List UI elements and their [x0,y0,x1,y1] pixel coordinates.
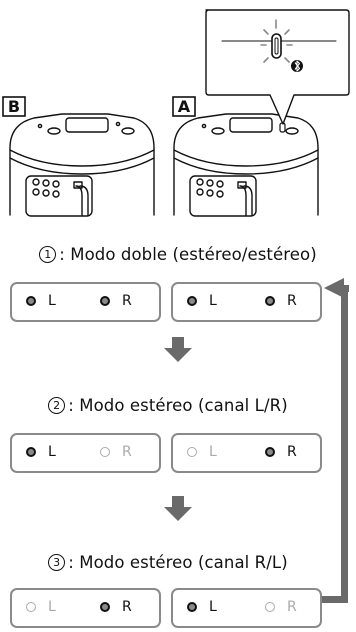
mode-2-panel-b: L R [10,433,161,473]
led-right: R [100,444,160,461]
mode-1-number: 1 [39,246,57,263]
mode-3-panel-b: L R [10,588,161,628]
led-right: R [265,444,325,461]
mode-1-panel-b: L R [10,282,161,322]
speaker-a [173,113,319,217]
led-left: L [26,444,86,461]
led-left: L [187,599,247,616]
led-right: R [265,599,325,616]
down-arrow-icon [164,496,192,521]
mode-1-panel-a: L R [171,282,322,322]
mode-3-title: 3: Modo estéreo (canal R/L) [0,553,336,572]
mode-2-title: 2: Modo estéreo (canal L/R) [0,396,336,415]
bluetooth-icon [291,60,303,72]
mode-3-panel-a: L R [171,588,322,628]
speaker-b [9,113,155,217]
led-right: R [100,599,160,616]
led-left: L [26,599,86,616]
led-right: R [265,293,325,310]
led-left: L [26,293,86,310]
speaker-b-label: B [7,97,21,116]
down-arrow-icon [164,337,192,362]
led-left: L [187,444,247,461]
led-left: L [187,293,247,310]
mode-1-title: 1: Modo doble (estéreo/estéreo) [0,245,356,264]
led-callout [205,9,350,125]
speaker-illustration [2,9,350,217]
return-loop-arrow [322,278,349,603]
mode-2-panel-a: L R [171,433,322,473]
mode-3-number: 3 [48,554,66,571]
led-right: R [100,293,160,310]
mode-2-number: 2 [48,397,66,414]
speaker-a-label: A [177,97,191,116]
flow-arrows [164,278,349,603]
